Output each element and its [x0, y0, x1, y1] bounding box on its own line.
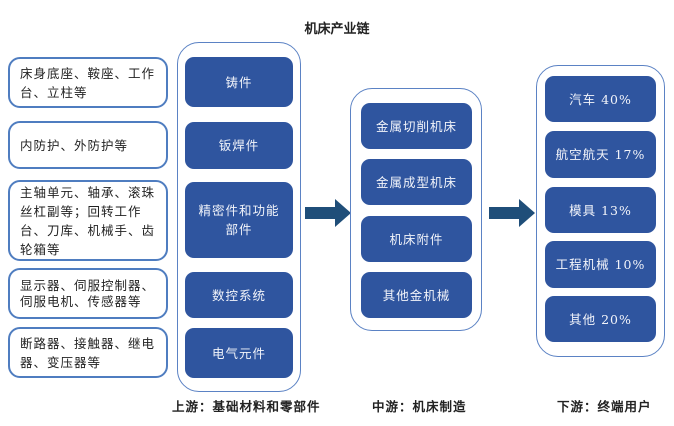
midstream-item-accessories: 机床附件 — [361, 216, 472, 262]
downstream-item-construction-machinery: 工程机械 10% — [545, 241, 656, 288]
item-name: 航空航天 — [555, 147, 610, 162]
midstream-item-metal-forming: 金属成型机床 — [361, 159, 472, 205]
downstream-item-automotive: 汽车 40% — [545, 76, 656, 122]
item-name: 汽车 — [569, 91, 597, 107]
item-share: 10% — [614, 257, 646, 272]
item-share: 17% — [614, 147, 646, 162]
arrow-right-icon — [489, 199, 535, 227]
detail-box-precision-parts: 主轴单元、轴承、滚珠丝杠副等；回转工作台、刀库、机械手、齿轮箱等 — [8, 180, 168, 261]
detail-box-electrical: 断路器、接触器、继电器、变压器等 — [8, 327, 168, 378]
item-name: 工程机械 — [555, 257, 610, 272]
downstream-item-other: 其他 20% — [545, 296, 656, 342]
detail-box-sheet-welding: 内防护、外防护等 — [8, 121, 168, 169]
detail-box-cnc-system: 显示器、伺服控制器、伺服电机、传感器等 — [8, 268, 168, 319]
item-share: 13% — [601, 202, 632, 218]
midstream-item-metal-cutting: 金属切削机床 — [361, 103, 472, 149]
upstream-label: 上游：基础材料和零部件 — [172, 399, 321, 414]
upstream-item-precision-parts: 精密件和功能部件 — [185, 182, 293, 258]
item-name: 其他 — [569, 311, 597, 327]
diagram-title: 机床产业链 — [304, 22, 370, 37]
arrow-right-icon — [305, 199, 351, 227]
upstream-item-castings: 铸件 — [185, 57, 293, 107]
downstream-label: 下游：终端用户 — [557, 399, 652, 414]
upstream-item-electrical: 电气元件 — [185, 328, 293, 378]
downstream-item-molds: 模具 13% — [545, 187, 656, 233]
item-share: 40% — [601, 91, 632, 107]
item-name: 模具 — [569, 202, 597, 218]
downstream-item-aerospace: 航空航天 17% — [545, 131, 656, 178]
upstream-item-cnc-system: 数控系统 — [185, 272, 293, 318]
upstream-item-sheet-welding: 钣焊件 — [185, 122, 293, 169]
midstream-item-other: 其他金机械 — [361, 272, 472, 318]
midstream-label: 中游：机床制造 — [372, 399, 467, 414]
item-share: 20% — [601, 311, 632, 327]
detail-box-castings: 床身底座、鞍座、工作台、立柱等 — [8, 57, 168, 108]
